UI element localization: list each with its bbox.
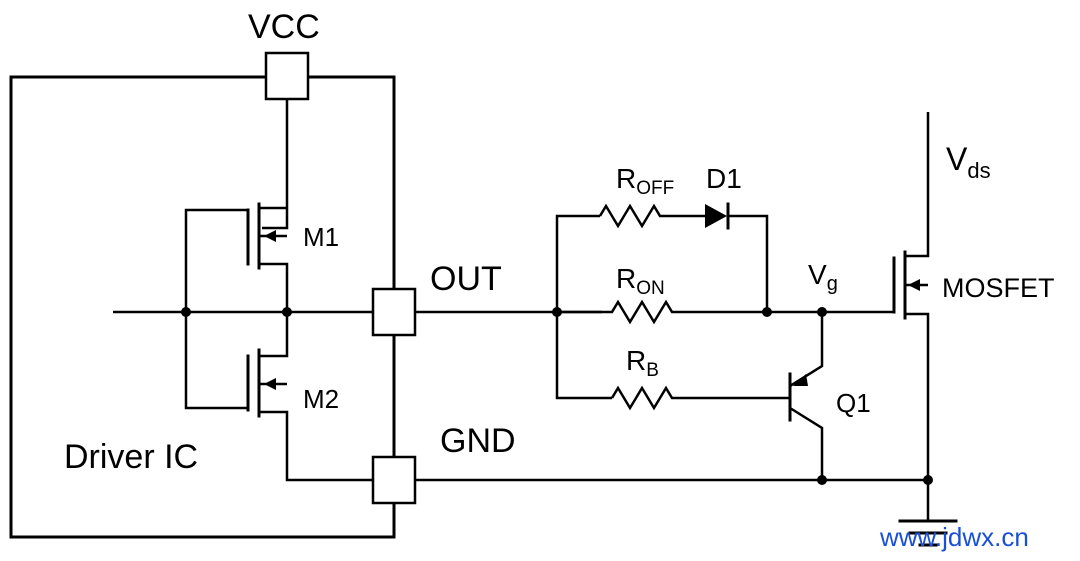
junction-vg <box>817 307 827 317</box>
label-vcc: VCC <box>248 8 320 46</box>
label-out: OUT <box>430 260 502 298</box>
label-r-on: RON <box>616 263 665 299</box>
label-q1: Q1 <box>836 388 871 418</box>
label-vg: Vg <box>808 259 838 295</box>
out-pad <box>371 287 417 337</box>
junction-out <box>552 307 562 317</box>
watermark: www.jdwx.cn <box>879 522 1029 552</box>
internal-wiring <box>113 99 373 482</box>
vcc-pad <box>264 51 310 101</box>
label-mosfet: MOSFET <box>942 273 1055 303</box>
gnd-pad <box>371 455 417 505</box>
junction-d1 <box>762 307 772 317</box>
junction-gnd <box>923 475 933 485</box>
label-m2: M2 <box>303 384 339 414</box>
junction-drain <box>282 307 292 317</box>
label-vds: Vds <box>946 141 991 183</box>
label-m1: M1 <box>303 222 339 252</box>
external-wiring <box>415 112 958 547</box>
label-r-off: ROFF <box>616 163 674 199</box>
label-d1: D1 <box>706 163 742 194</box>
label-gnd: GND <box>440 422 516 460</box>
label-driver-ic: Driver IC <box>64 438 198 476</box>
junction-input <box>181 307 191 317</box>
junction-q1-emitter <box>817 475 827 485</box>
label-r-b: RB <box>626 345 659 381</box>
